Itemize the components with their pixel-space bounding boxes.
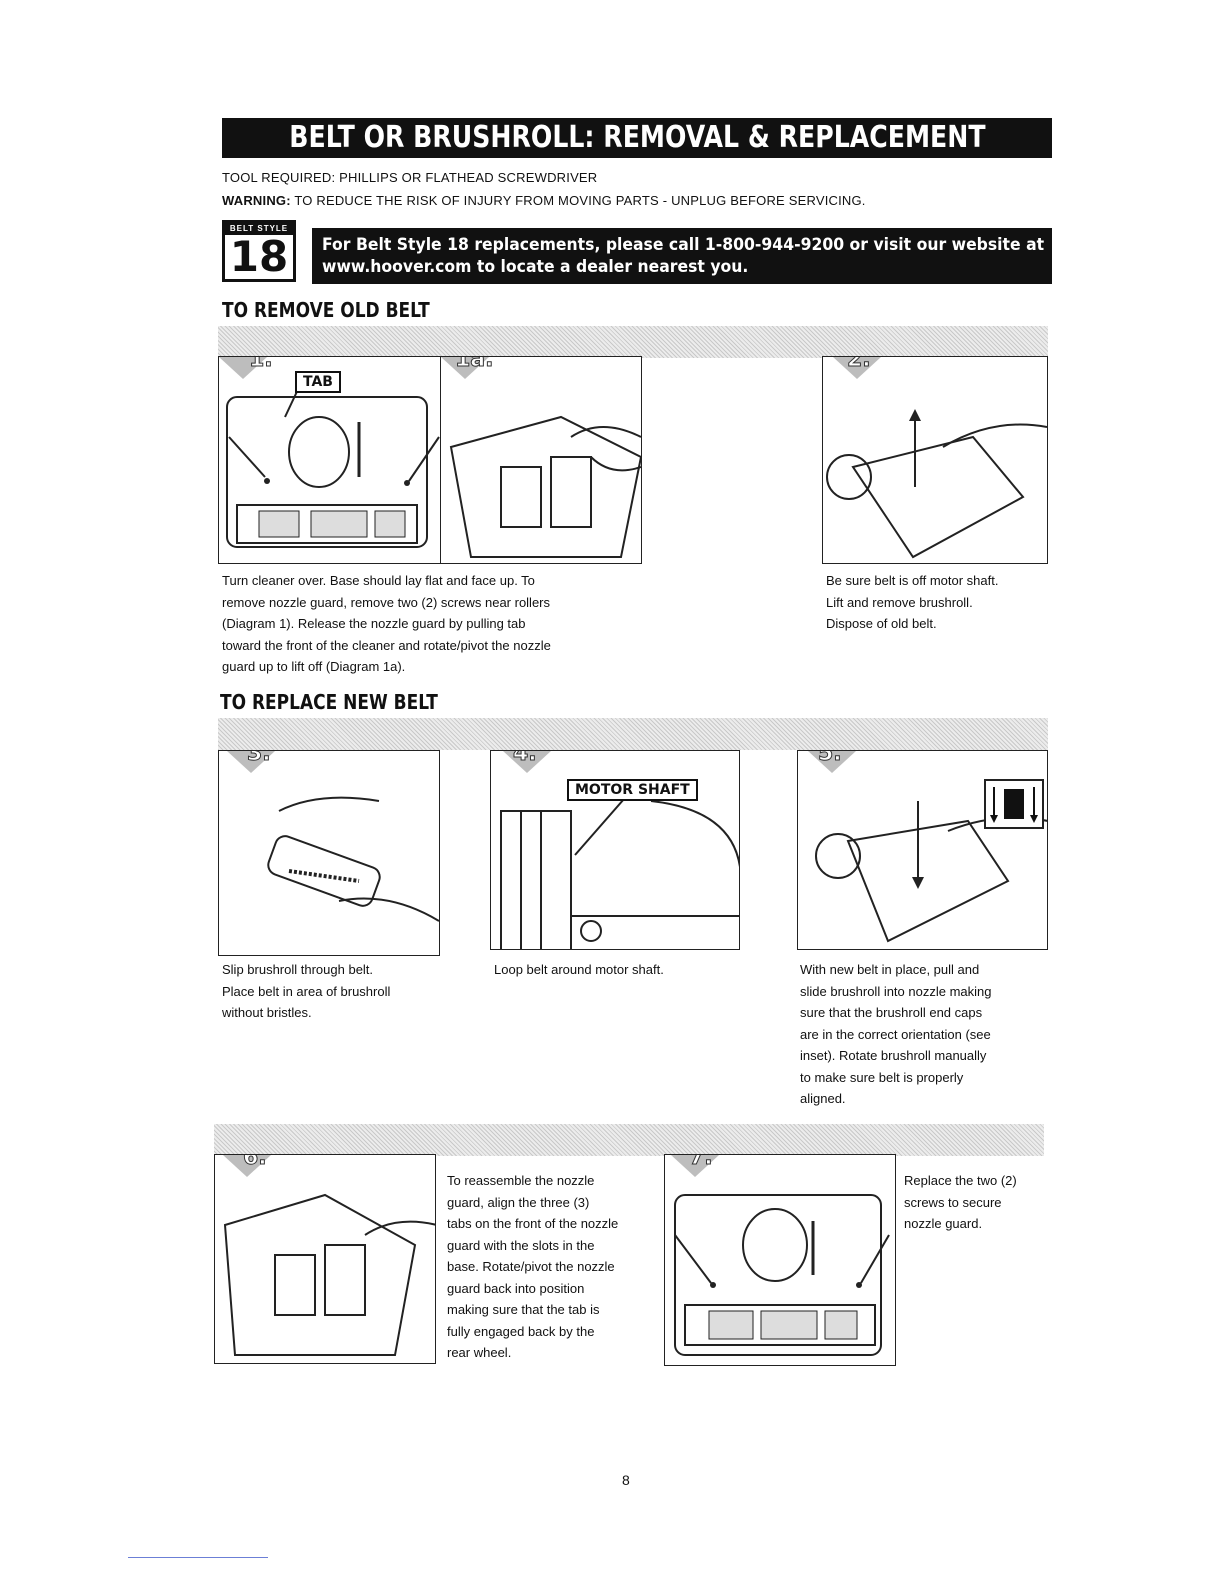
step-6-caption: To reassemble the nozzle guard, align th… bbox=[447, 1173, 619, 1360]
step-4-marker bbox=[503, 751, 551, 773]
step-3-marker bbox=[227, 751, 275, 773]
end-cap-orientation-icon bbox=[990, 787, 1038, 823]
brushroll-removal-illustration bbox=[826, 409, 1047, 559]
step-5-marker bbox=[808, 751, 856, 773]
step-2-number: 2. bbox=[847, 356, 872, 373]
step-6-marker bbox=[223, 1155, 271, 1177]
step-7-caption: Replace the two (2) screws to secure noz… bbox=[904, 1173, 1017, 1231]
remove-section-band bbox=[218, 326, 1048, 358]
step-5-caption: With new belt in place, pull and slide b… bbox=[800, 962, 992, 1106]
step-1-number: 1. bbox=[249, 356, 274, 373]
step-1-marker bbox=[219, 357, 267, 379]
step-6-number: 6. bbox=[243, 1154, 268, 1171]
diagram-4: 4. MOTOR SHAFT bbox=[490, 750, 740, 950]
page-title: BELT OR BRUSHROLL: REMOVAL & REPLACEMENT bbox=[222, 118, 1052, 158]
end-cap-inset bbox=[984, 779, 1044, 829]
nozzle-guard-reassembly-illustration bbox=[223, 1193, 435, 1356]
motor-shaft-label: MOTOR SHAFT bbox=[567, 779, 698, 801]
diagram-5: 5. bbox=[797, 750, 1048, 950]
step-7-number: 7. bbox=[689, 1154, 714, 1171]
replace-section-band bbox=[218, 718, 1048, 750]
belt-style-badge: BELT STYLE 18 bbox=[222, 220, 296, 282]
replace-section-heading: TO REPLACE NEW BELT bbox=[220, 690, 438, 714]
belt-style-notice: For Belt Style 18 replacements, please c… bbox=[312, 228, 1052, 284]
warning-text: WARNING: TO REDUCE THE RISK OF INJURY FR… bbox=[222, 193, 866, 208]
brushroll-install-illustration bbox=[815, 801, 1047, 943]
step-1a-marker bbox=[441, 357, 489, 379]
page-number: 8 bbox=[622, 1472, 630, 1488]
nozzle-underside-illustration bbox=[226, 382, 440, 548]
motor-shaft-illustration bbox=[500, 790, 739, 949]
reassembly-band bbox=[214, 1124, 1044, 1156]
step-5-number: 5. bbox=[818, 750, 843, 767]
belt-style-label: BELT STYLE bbox=[225, 223, 293, 235]
tool-required-text: TOOL REQUIRED: PHILLIPS OR FLATHEAD SCRE… bbox=[222, 170, 598, 185]
step-4-number: 4. bbox=[513, 750, 538, 767]
notice-line-2: www.hoover.com to locate a dealer neares… bbox=[322, 257, 749, 277]
step-3-number: 3. bbox=[247, 750, 272, 767]
tab-label: TAB bbox=[295, 371, 341, 393]
step-3-caption: Slip brushroll through belt. Place belt … bbox=[222, 962, 391, 1020]
footer-rule bbox=[128, 1557, 268, 1558]
step-4-caption: Loop belt around motor shaft. bbox=[494, 962, 664, 977]
step-1a-number: 1a. bbox=[455, 356, 495, 373]
remove-caption-right: Be sure belt is off motor shaft. Lift an… bbox=[826, 573, 999, 631]
belt-style-number: 18 bbox=[229, 232, 289, 281]
diagram-7: 7. bbox=[664, 1154, 896, 1366]
screw-replacement-illustration bbox=[674, 1194, 890, 1356]
remove-section-heading: TO REMOVE OLD BELT bbox=[222, 298, 430, 322]
step-7-marker bbox=[671, 1155, 719, 1177]
warning-body: TO REDUCE THE RISK OF INJURY FROM MOVING… bbox=[294, 193, 866, 208]
diagram-1a: 1a. bbox=[440, 356, 642, 564]
step-2-marker bbox=[833, 357, 881, 379]
notice-line-1: For Belt Style 18 replacements, please c… bbox=[322, 235, 1045, 255]
diagram-3: 3. bbox=[218, 750, 440, 956]
diagram-2: 2. bbox=[822, 356, 1048, 564]
warning-label: WARNING: bbox=[222, 193, 291, 208]
brushroll-belt-illustration bbox=[267, 796, 439, 922]
diagram-1: 1. TAB bbox=[218, 356, 442, 564]
remove-caption-left: Turn cleaner over. Base should lay flat … bbox=[222, 573, 551, 674]
nozzle-guard-lift-illustration bbox=[449, 415, 641, 558]
diagram-6: 6. bbox=[214, 1154, 436, 1364]
